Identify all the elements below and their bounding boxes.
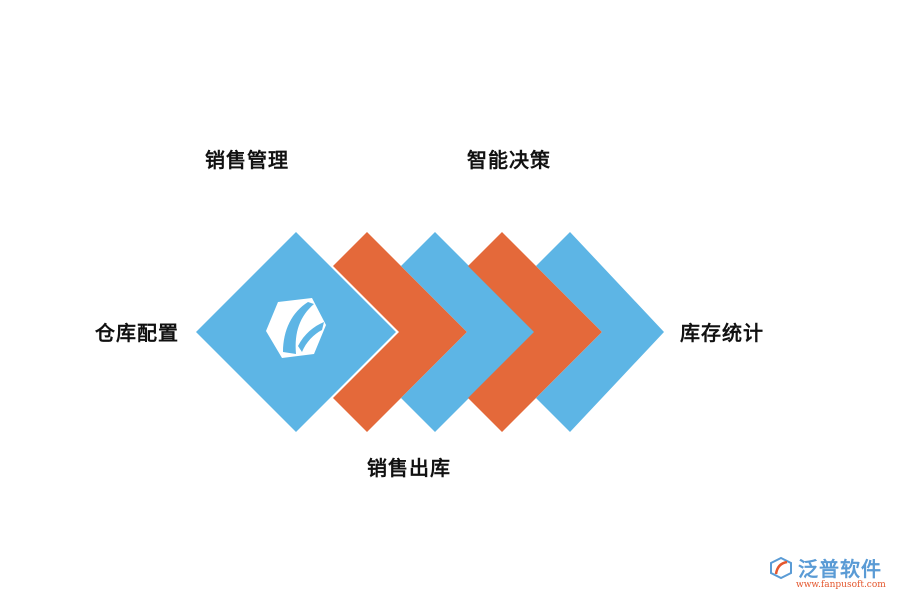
logo-name: 泛普软件 (798, 557, 882, 581)
flow-chevron-step-1 (333, 232, 467, 432)
logo-url: www.fanpusoft.com (796, 580, 886, 590)
brand-hexagon-icon (266, 298, 326, 358)
label-smart-decision: 智能决策 (467, 148, 551, 172)
fanpu-logo: 泛普软件 www.fanpusoft.com (768, 553, 886, 593)
flow-chevron-step-2 (401, 232, 535, 432)
fanpu-logo-icon (770, 556, 792, 579)
label-inventory-statistics: 库存统计 (680, 321, 764, 345)
label-warehouse-config: 仓库配置 (95, 321, 179, 345)
label-sales-outbound: 销售出库 (367, 456, 451, 480)
flow-chevron-step-4 (536, 232, 664, 432)
label-sales-management: 销售管理 (205, 148, 289, 172)
flow-chevron-step-3 (468, 232, 602, 432)
